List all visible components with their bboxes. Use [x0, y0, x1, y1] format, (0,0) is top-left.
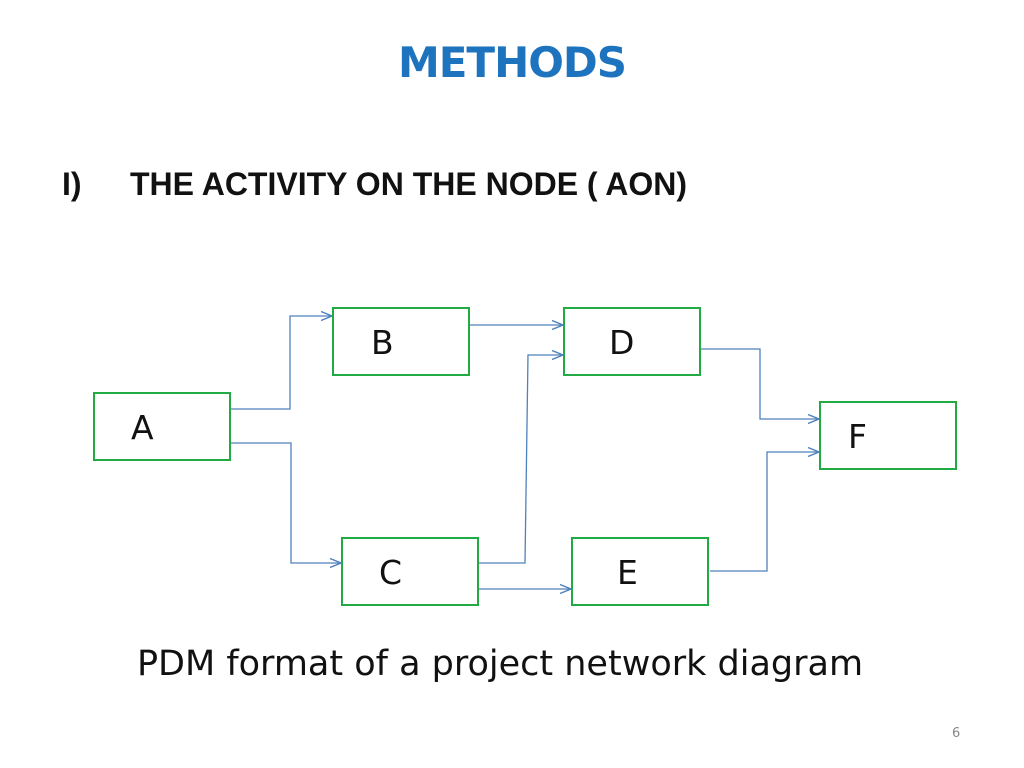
node-label: E	[617, 553, 638, 592]
page-number: 6	[952, 726, 961, 741]
slide-title: METHODS	[397, 38, 627, 87]
edge-c-to-d	[479, 355, 563, 564]
activity-node-b: B	[332, 307, 470, 376]
node-label: C	[379, 553, 403, 592]
edge-d-to-f	[701, 348, 819, 419]
node-label: B	[371, 323, 394, 362]
node-label: A	[131, 408, 154, 447]
node-label: D	[609, 323, 635, 362]
diagram-caption: PDM format of a project network diagram	[136, 644, 864, 684]
activity-node-d: D	[563, 307, 701, 376]
activity-node-c: C	[341, 537, 479, 606]
edge-a-to-b	[231, 316, 332, 410]
heading-number: I)	[62, 166, 82, 202]
node-label: F	[848, 417, 867, 456]
activity-node-e: E	[571, 537, 709, 606]
edge-a-to-c	[231, 442, 341, 563]
heading-text: THE ACTIVITY ON THE NODE ( AON)	[130, 166, 688, 202]
edge-e-to-f	[710, 452, 819, 572]
activity-node-f: F	[819, 401, 957, 470]
section-heading: I) THE ACTIVITY ON THE NODE ( AON)	[62, 166, 687, 203]
activity-node-a: A	[93, 392, 231, 461]
